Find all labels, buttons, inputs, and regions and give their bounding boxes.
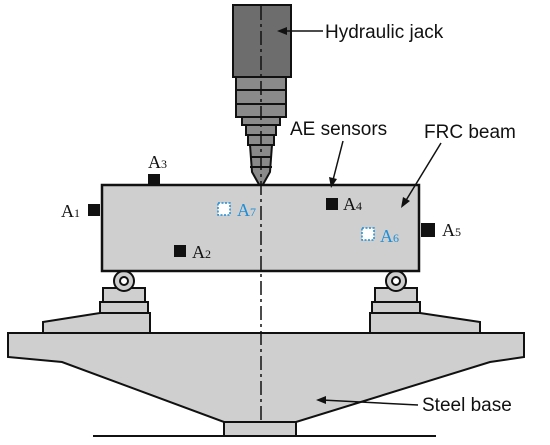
sensor-a3-label: A3 <box>148 152 167 172</box>
sensor-a4-marker <box>326 198 338 210</box>
steel-base <box>7 332 525 437</box>
sensor-a2-label: A2 <box>192 242 211 262</box>
sensor-a6-label: A6 <box>380 226 399 246</box>
sensor-a7-label: A7 <box>237 200 256 220</box>
sensor-a6-marker <box>361 227 375 241</box>
annotation-arrows <box>277 27 442 406</box>
sensor-a4-label: A4 <box>343 194 362 214</box>
ae-sensors-label: AE sensors <box>290 119 387 140</box>
sensor-a2-marker <box>174 245 186 257</box>
sensor-a1-label: A1 <box>61 201 80 221</box>
sensor-a7-marker <box>217 202 231 216</box>
left-support <box>42 270 151 334</box>
sensor-a5-marker <box>421 223 435 237</box>
sensor-a3-marker <box>148 174 160 186</box>
hydraulic-jack-label: Hydraulic jack <box>325 22 444 43</box>
sensor-a1-marker <box>88 204 100 216</box>
sensor-a5-label: A5 <box>442 220 461 240</box>
steel-base-label: Steel base <box>422 395 512 416</box>
frc-beam-label: FRC beam <box>424 122 516 143</box>
right-support <box>369 270 481 334</box>
